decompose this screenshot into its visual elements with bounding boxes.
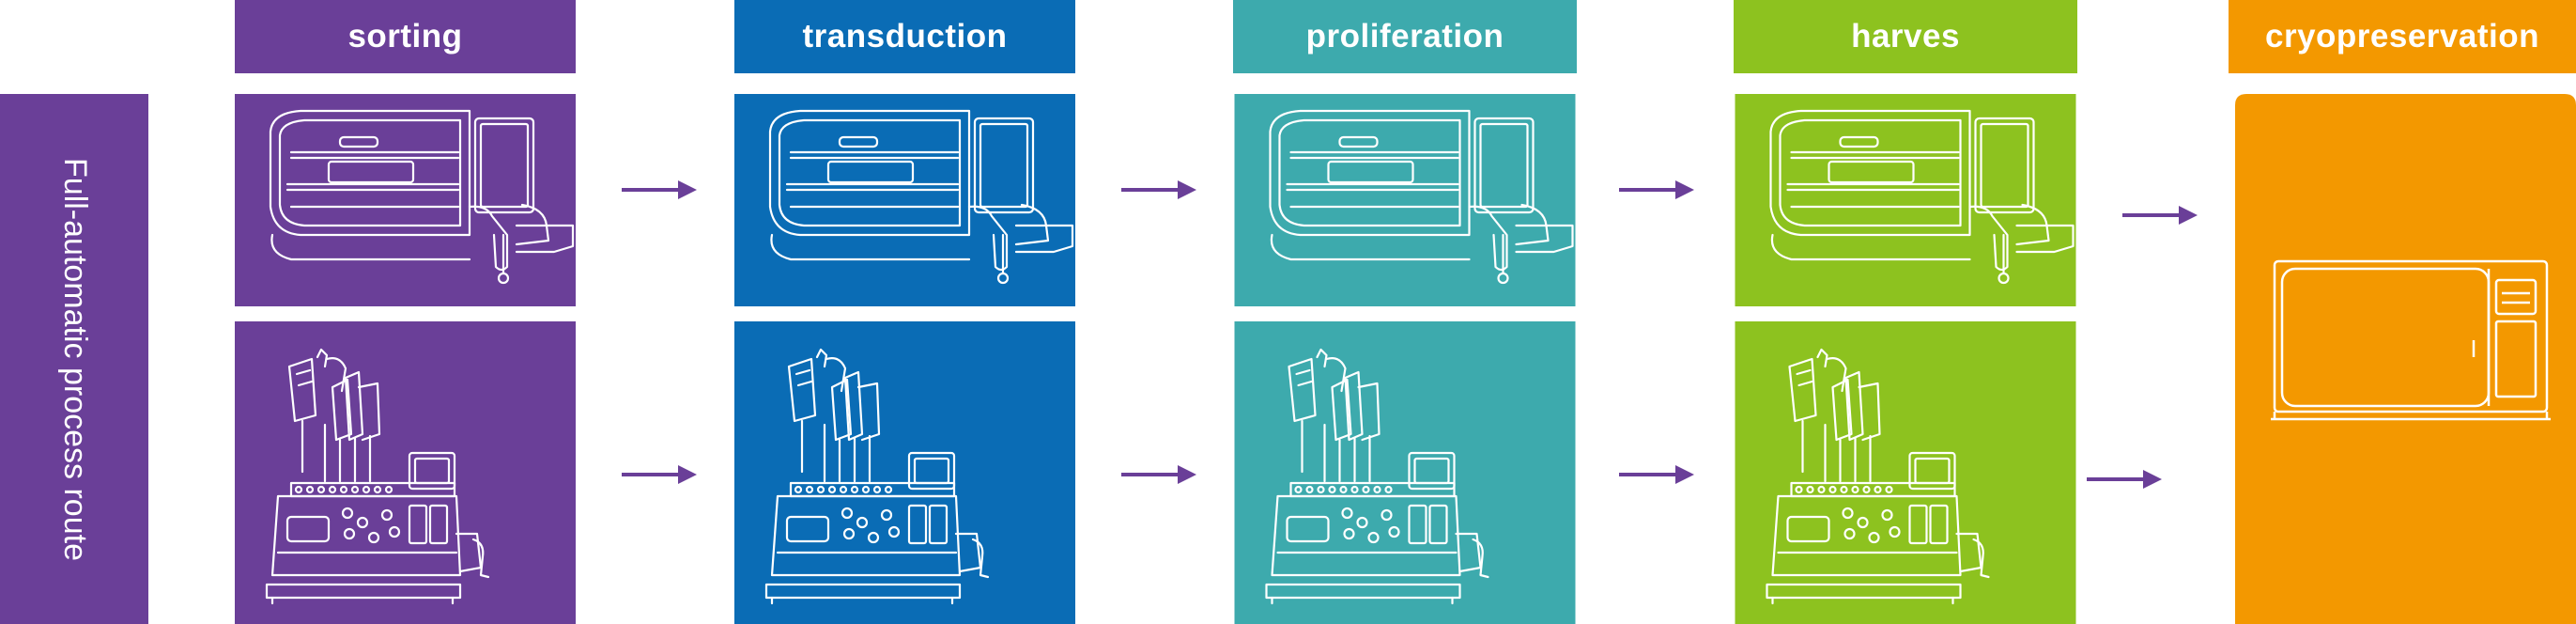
tile-sorting-incubator bbox=[235, 94, 576, 306]
tile-background bbox=[235, 321, 576, 624]
arrow-sorting-to-transduction-top bbox=[622, 180, 697, 199]
tile-proliferation-processor bbox=[1233, 321, 1577, 624]
cell-processing-system-icon bbox=[1735, 321, 2076, 624]
arrow-transduction-to-proliferation-bottom bbox=[1121, 465, 1196, 484]
incubator-machine-icon bbox=[734, 94, 1075, 306]
header-harves: harves bbox=[1734, 0, 2077, 73]
tile-proliferation-incubator bbox=[1233, 94, 1577, 306]
tile-background bbox=[1735, 321, 2076, 624]
tile-background bbox=[734, 94, 1075, 306]
tile-background bbox=[1234, 321, 1576, 624]
process-route-label: Full-automatic process route bbox=[0, 94, 148, 624]
tile-harves-incubator bbox=[1734, 94, 2077, 306]
tile-background bbox=[734, 321, 1075, 624]
arrow-harves-to-cryopreservation-bottom bbox=[2087, 470, 2162, 489]
header-transduction-label: transduction bbox=[802, 18, 1008, 55]
header-cryopreservation-label: cryopreservation bbox=[2264, 18, 2540, 55]
header-transduction: transduction bbox=[734, 0, 1075, 73]
arrow-proliferation-to-harves-bottom bbox=[1619, 465, 1694, 484]
process-route-text: Full-automatic process route bbox=[56, 157, 93, 561]
cryo-tile-shape bbox=[2235, 94, 2576, 624]
header-sorting-label: sorting bbox=[347, 18, 463, 55]
tile-transduction-incubator bbox=[734, 94, 1075, 306]
header-proliferation-label: proliferation bbox=[1305, 18, 1504, 55]
tile-background bbox=[1735, 94, 2076, 306]
cell-processing-system-icon bbox=[1234, 321, 1576, 624]
header-sorting: sorting bbox=[235, 0, 576, 73]
header-proliferation: proliferation bbox=[1233, 0, 1577, 73]
cell-processing-system-icon bbox=[734, 321, 1075, 624]
header-cryopreservation: cryopreservation bbox=[2229, 0, 2576, 73]
arrow-sorting-to-transduction-bottom bbox=[622, 465, 697, 484]
tile-sorting-processor bbox=[235, 321, 576, 624]
tile-harves-processor bbox=[1734, 321, 2077, 624]
incubator-machine-icon bbox=[1234, 94, 1576, 306]
incubator-machine-icon bbox=[1735, 94, 2076, 306]
cryo-tile-bg bbox=[2235, 94, 2576, 624]
arrow-harves-to-cryopreservation-top bbox=[2122, 206, 2198, 225]
tile-transduction-processor bbox=[734, 321, 1075, 624]
header-harves-label: harves bbox=[1851, 18, 1960, 55]
tile-background bbox=[1234, 94, 1576, 306]
arrow-transduction-to-proliferation-top bbox=[1121, 180, 1196, 199]
tile-cryopreservation-freezer bbox=[2235, 94, 2576, 624]
incubator-machine-icon bbox=[235, 94, 576, 306]
cell-processing-system-icon bbox=[235, 321, 576, 624]
tile-background bbox=[235, 94, 576, 306]
arrow-proliferation-to-harves-top bbox=[1619, 180, 1694, 199]
cryo-freezer-icon bbox=[2271, 259, 2551, 421]
